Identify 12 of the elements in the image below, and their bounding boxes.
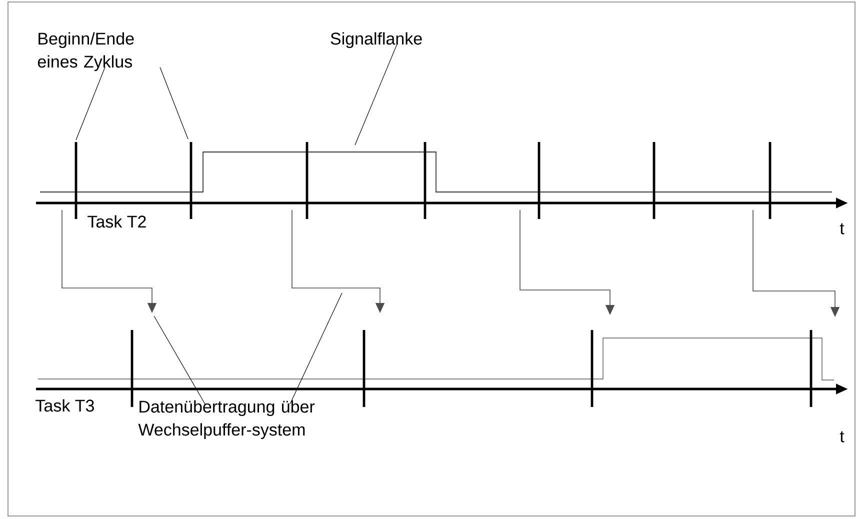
leader-line: [76, 66, 106, 140]
annotation-text: Datenübertragung über Wechselpuffer-system: [138, 400, 315, 440]
leader-line: [154, 316, 206, 404]
axis-label: Task T2: [88, 215, 146, 228]
axis-label: Task T3: [36, 399, 94, 412]
leader-line: [160, 66, 188, 140]
leader-line: [354, 44, 398, 146]
annotation-text: Signalflanke: [330, 32, 422, 48]
annotation-text: Beginn/Ende eines Zyklus: [38, 32, 134, 72]
axis-label: t: [840, 431, 844, 442]
leader-line: [290, 292, 342, 404]
axis-label: t: [840, 223, 844, 234]
